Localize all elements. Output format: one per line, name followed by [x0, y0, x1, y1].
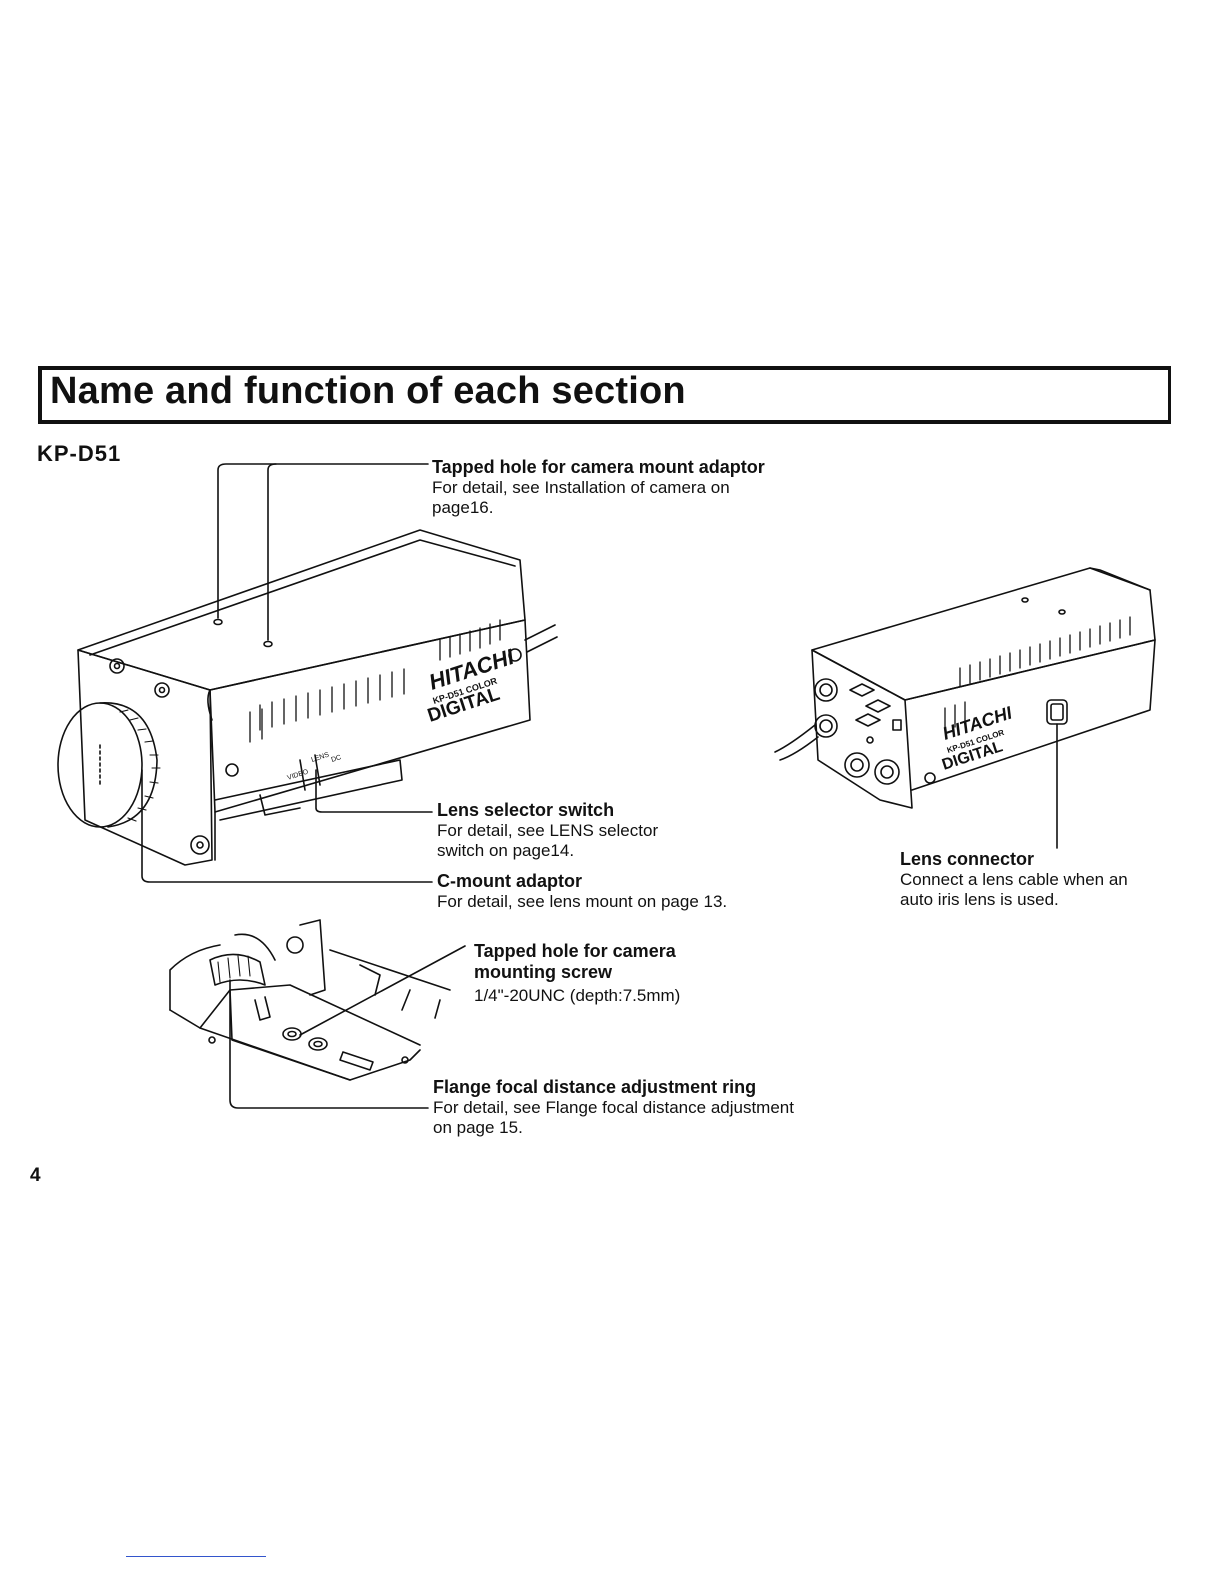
callout-tapped-hole-screw: Tapped hole for camera mounting screw 1/…	[474, 941, 680, 1006]
leader-tapped-hole-adaptor-1	[217, 463, 429, 619]
callout-title: Tapped hole for camera mount adaptor	[432, 457, 765, 477]
callout-tapped-hole-adaptor: Tapped hole for camera mount adaptor For…	[432, 457, 765, 518]
callout-title: C-mount adaptor	[437, 871, 582, 891]
callout-c-mount-adaptor: C-mount adaptor For detail, see lens mou…	[437, 871, 727, 912]
callout-desc-line: page16.	[432, 498, 494, 517]
callout-title: Tapped hole for camera	[474, 941, 676, 961]
section-heading-frame	[38, 366, 1171, 424]
leader-lens-selector	[315, 769, 433, 813]
leader-tapped-hole-screw	[299, 945, 466, 1036]
footer-rule	[126, 1556, 266, 1557]
callout-title: Flange focal distance adjustment ring	[433, 1077, 757, 1097]
page-number: 4	[30, 1165, 41, 1186]
callout-desc-line: on page 15.	[433, 1118, 523, 1137]
camera-front-view	[57, 529, 558, 866]
callout-title: Lens selector switch	[437, 800, 615, 820]
camera-rear-view	[774, 567, 1156, 809]
callout-title: Lens connector	[900, 849, 1035, 869]
callout-desc-line: For detail, see Installation of camera o…	[432, 478, 730, 497]
leader-flange-ring	[229, 979, 429, 1109]
switch-label-dc: DC	[330, 754, 342, 764]
model-name: KP-D51	[37, 441, 122, 466]
callout-desc-line: For detail, see LENS selector	[437, 821, 659, 840]
callout-desc-line: For detail, see Flange focal distance ad…	[433, 1098, 794, 1117]
callout-lens-selector-switch: Lens selector switch For detail, see LEN…	[437, 800, 658, 861]
callout-desc-line: Connect a lens cable when an	[900, 870, 1128, 889]
callout-desc-line: switch on page14.	[437, 841, 575, 860]
leader-c-mount	[141, 769, 433, 883]
page-title: Name and function of each section	[50, 370, 686, 412]
callout-desc-line: 1/4"-20UNC (depth:7.5mm)	[474, 986, 681, 1005]
callout-title: mounting screw	[474, 962, 613, 982]
callout-lens-connector: Lens connector Connect a lens cable when…	[900, 849, 1128, 910]
callout-flange-ring: Flange focal distance adjustment ring Fo…	[433, 1077, 794, 1138]
callout-desc-line: auto iris lens is used.	[900, 890, 1059, 909]
switch-label-lens: LENS	[310, 751, 330, 763]
callout-desc-line: For detail, see lens mount on page 13.	[437, 892, 728, 911]
camera-bottom-view	[169, 919, 451, 1081]
